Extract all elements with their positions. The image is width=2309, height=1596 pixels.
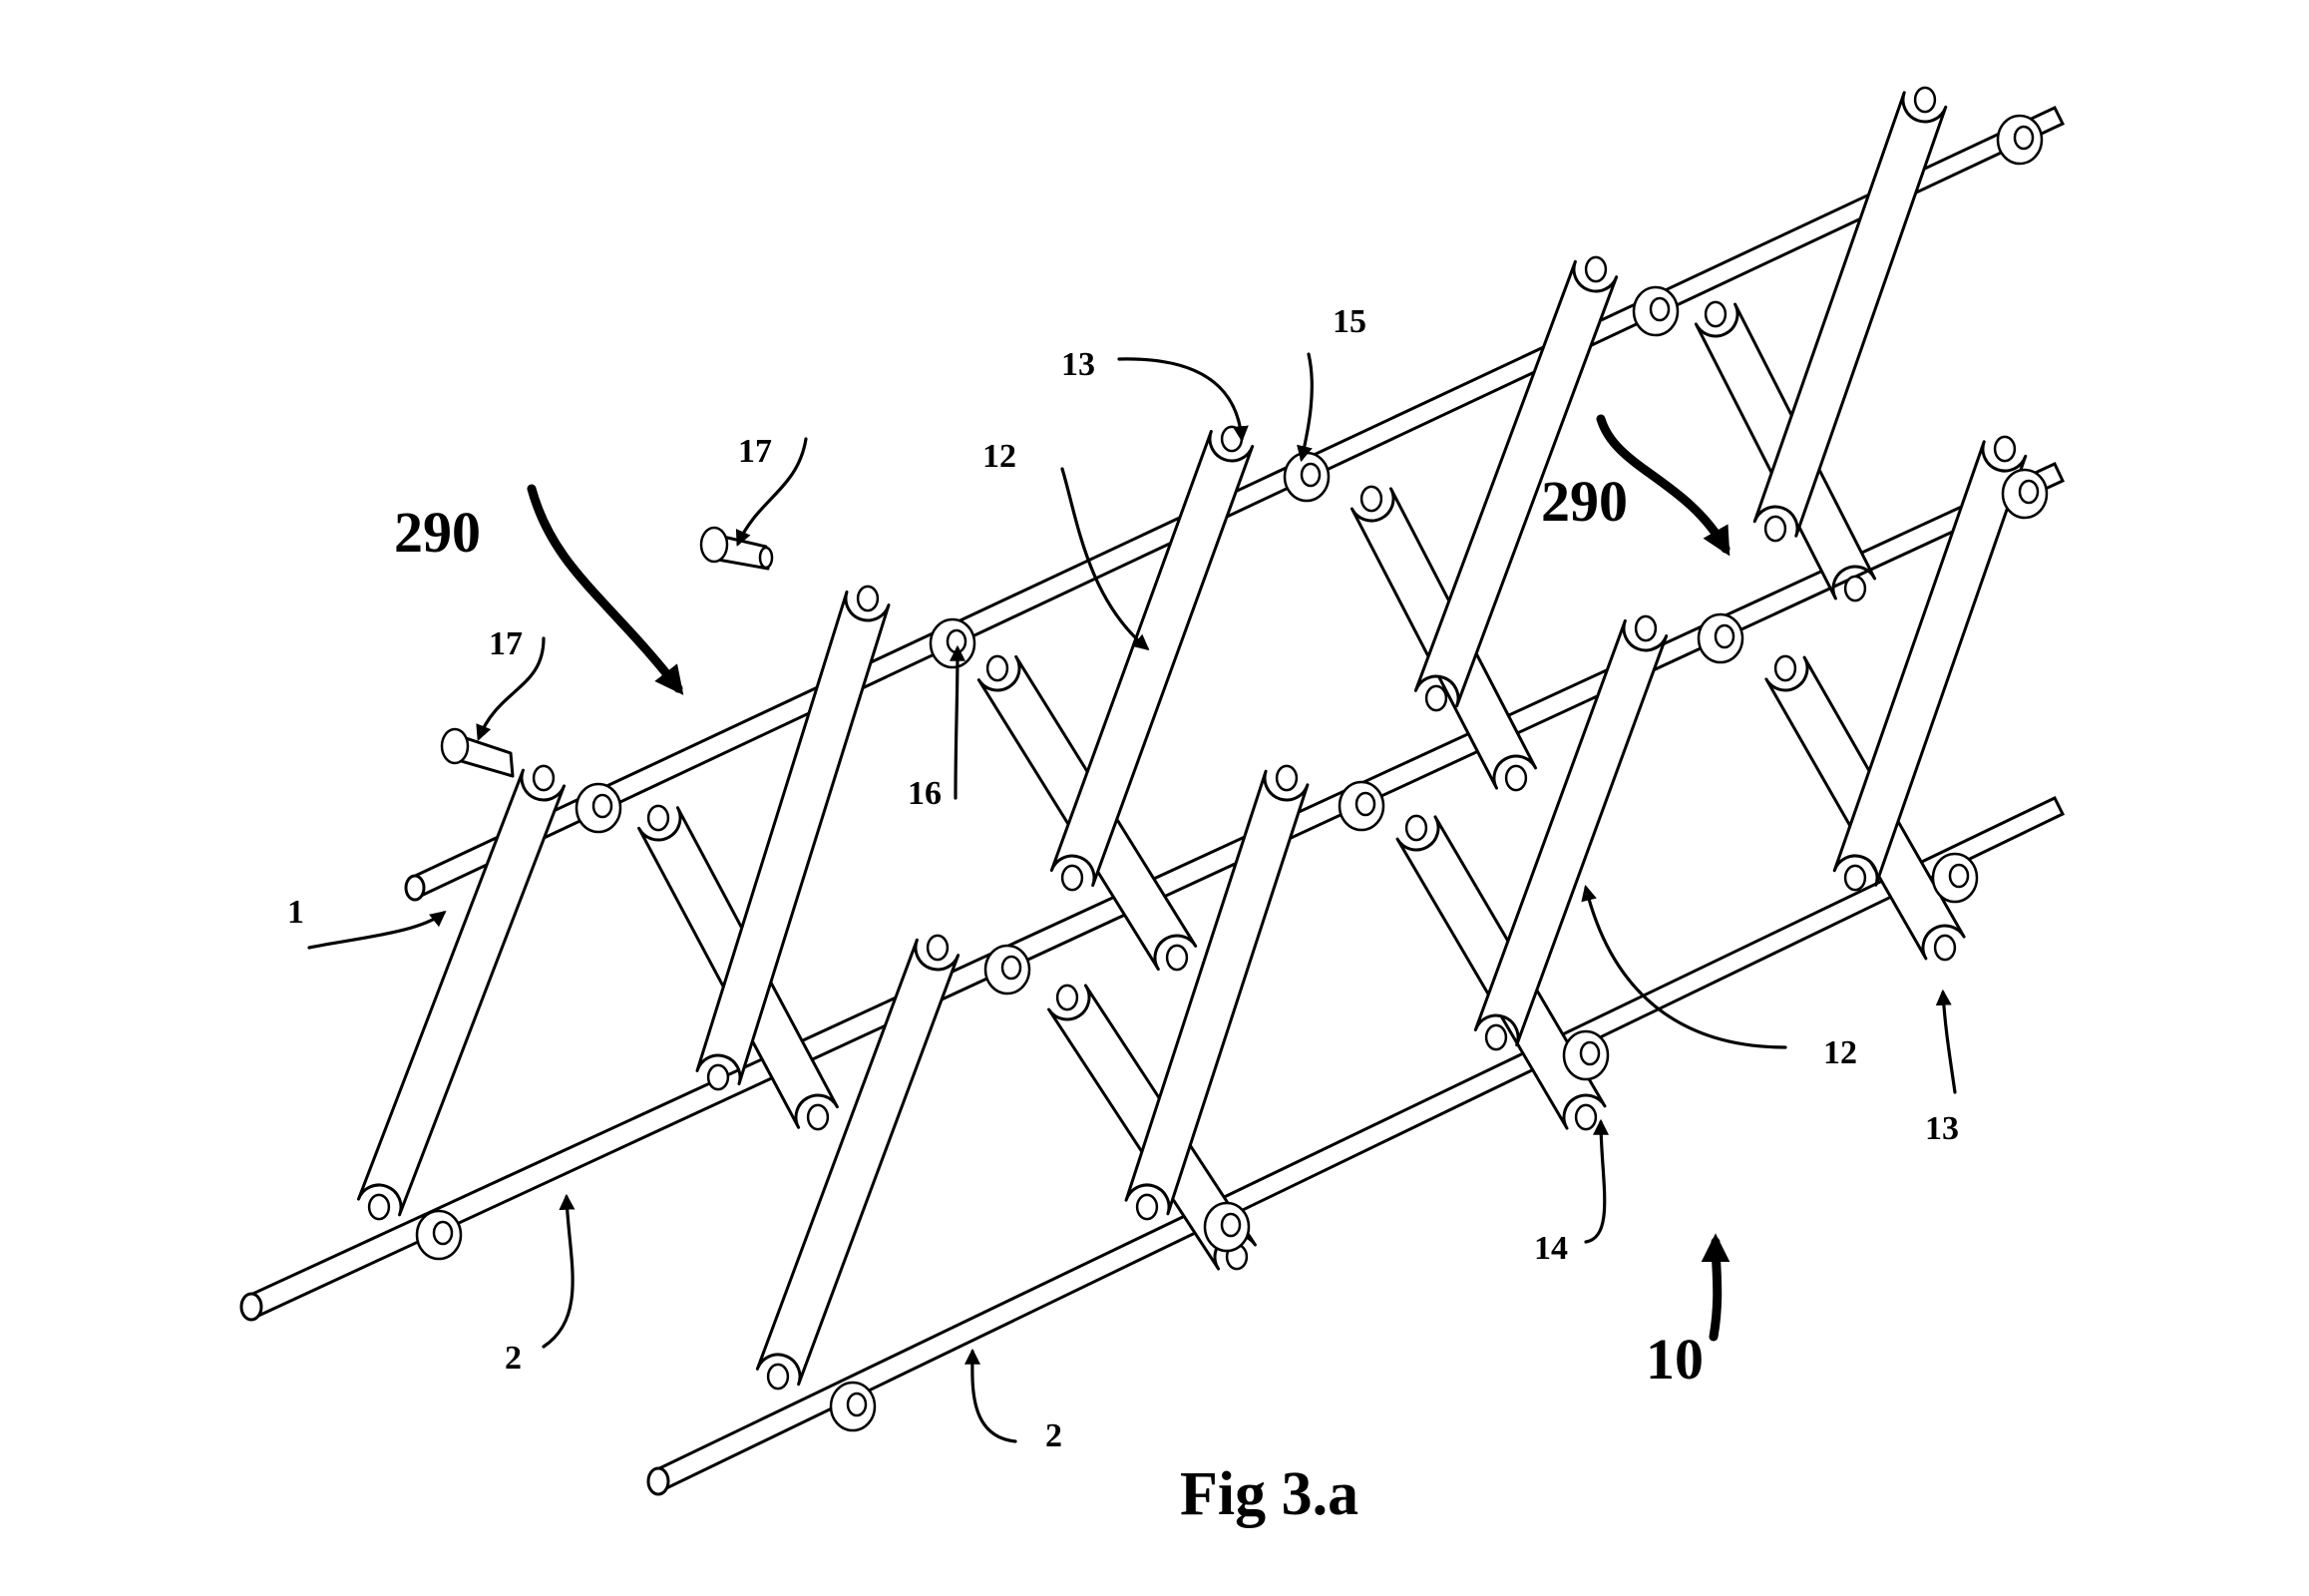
linkage-arm bbox=[1049, 425, 1255, 892]
label-16: 16 bbox=[908, 775, 942, 812]
rod-collars bbox=[415, 114, 2049, 1432]
label-17-upper: 17 bbox=[738, 433, 772, 470]
label-2-right: 2 bbox=[1045, 1417, 1062, 1454]
rod-collar bbox=[1338, 780, 1385, 832]
rod-collar bbox=[1562, 1029, 1610, 1081]
label-290-right: 290 bbox=[1541, 469, 1628, 534]
scissor-linkage bbox=[356, 86, 2028, 1391]
rod-collar bbox=[1632, 285, 1680, 337]
figure-caption: Fig 3.a bbox=[1180, 1460, 1358, 1528]
rod-collar bbox=[929, 617, 976, 669]
linkage-arm bbox=[1124, 764, 1310, 1221]
linkage-arm bbox=[356, 764, 567, 1221]
label-12-right: 12 bbox=[1823, 1034, 1857, 1071]
label-2-left: 2 bbox=[505, 1340, 522, 1377]
label-12-upper: 12 bbox=[982, 438, 1016, 475]
rod-collar bbox=[1996, 114, 2044, 166]
label-13-right: 13 bbox=[1925, 1110, 1959, 1147]
pin-upper-part bbox=[699, 526, 774, 571]
rod-collar bbox=[2001, 468, 2049, 520]
rod-collar bbox=[1283, 451, 1331, 503]
rod-collar bbox=[983, 944, 1031, 996]
lower-rod bbox=[646, 796, 2066, 1496]
rod-collar bbox=[1697, 612, 1744, 664]
linkage-arm bbox=[1832, 435, 2028, 892]
label-17-lower: 17 bbox=[489, 625, 523, 662]
linkage-arm bbox=[1473, 614, 1669, 1051]
rod-collar bbox=[575, 782, 622, 834]
rod-collar bbox=[1203, 1201, 1251, 1253]
rod-collar bbox=[1931, 852, 1979, 904]
rod-collar bbox=[829, 1381, 877, 1432]
linkage-arm bbox=[695, 585, 891, 1091]
label-14: 14 bbox=[1534, 1230, 1568, 1267]
pin-lower-part bbox=[440, 727, 515, 778]
linkage-arm bbox=[755, 934, 961, 1391]
label-290-left: 290 bbox=[394, 500, 481, 565]
rotation-arrows bbox=[527, 414, 1731, 1342]
label-10: 10 bbox=[1646, 1327, 1704, 1392]
rod-collar bbox=[415, 1209, 463, 1261]
label-15: 15 bbox=[1333, 303, 1366, 340]
linkage-arm bbox=[1752, 86, 1948, 543]
label-13-upper: 13 bbox=[1061, 346, 1095, 383]
label-1: 1 bbox=[287, 894, 304, 931]
linkage-arm bbox=[1413, 255, 1619, 712]
leader-lines bbox=[307, 352, 1957, 1443]
